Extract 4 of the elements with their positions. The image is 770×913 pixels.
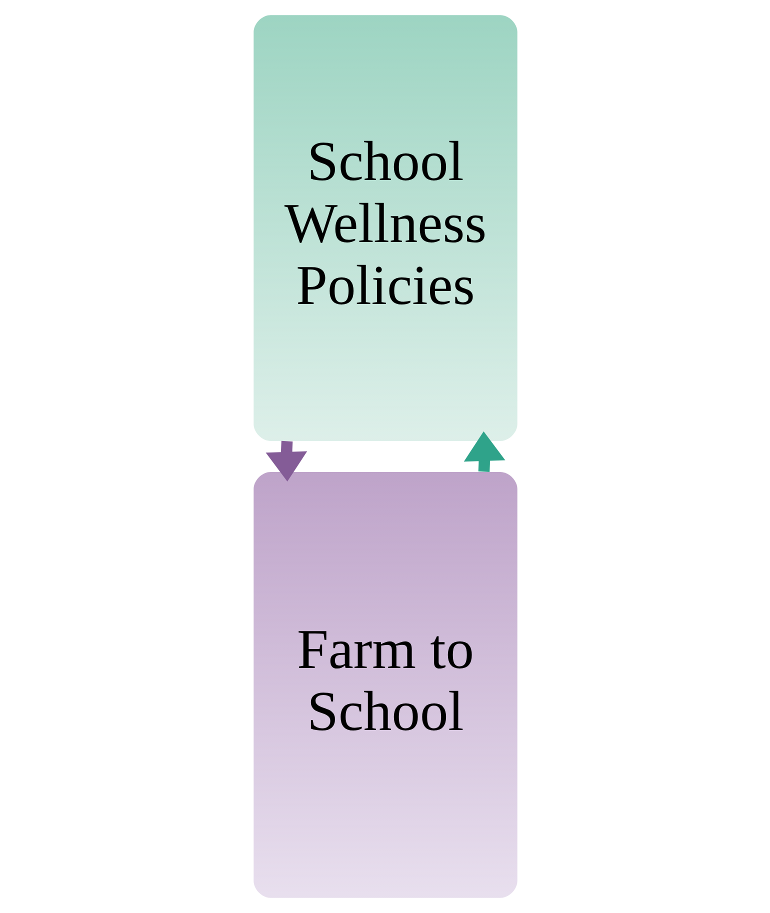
arrow [265, 440, 307, 482]
node-box: School Wellness Policies [253, 15, 517, 441]
node-box: Farm to School [253, 472, 517, 898]
arrow [463, 431, 505, 472]
